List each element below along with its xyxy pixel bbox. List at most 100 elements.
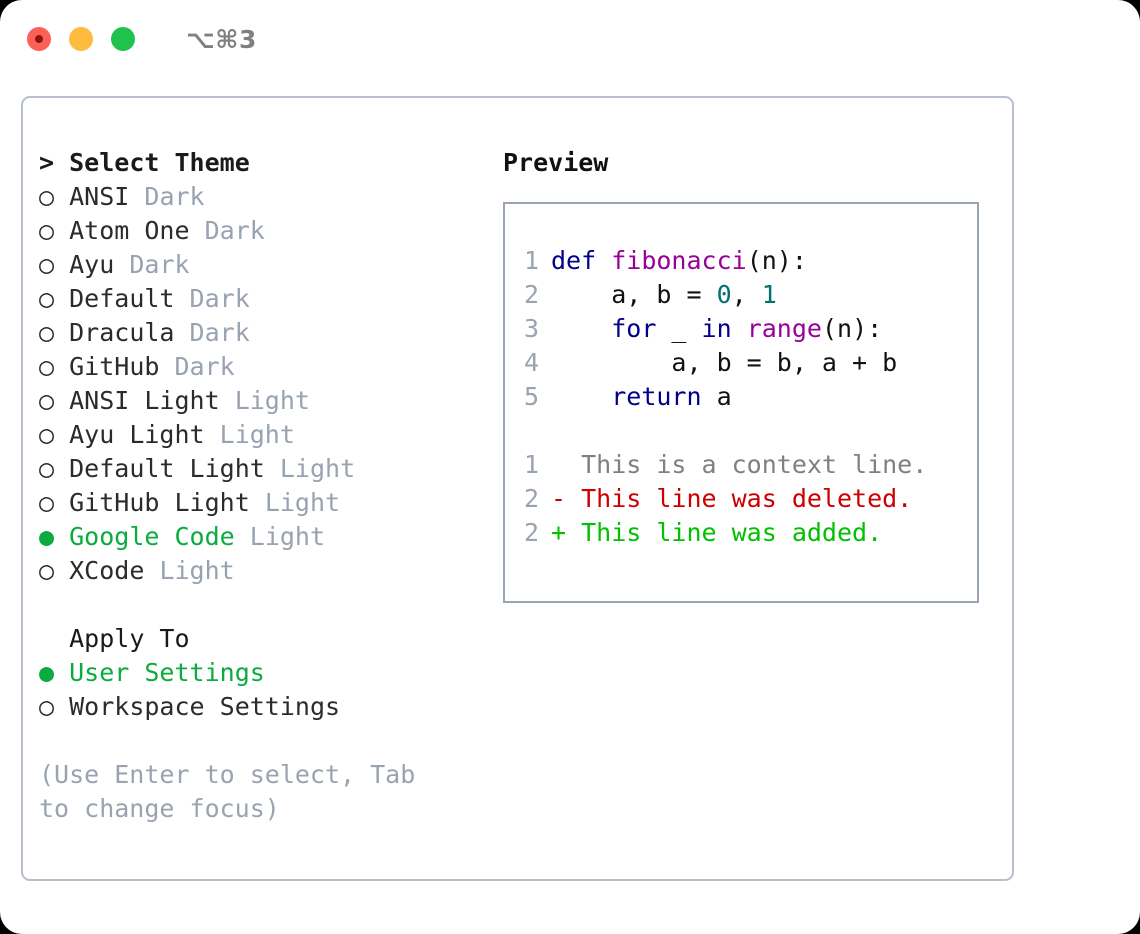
line-number: 5 [523, 382, 539, 411]
code-line: 4 a, b = b, a + b [505, 346, 977, 380]
code-token-kw: return [611, 382, 702, 411]
code-token-plain [551, 382, 611, 411]
theme-option-kind: Dark [144, 182, 205, 211]
code-token-kw: def [551, 246, 597, 275]
section-spacer [39, 588, 503, 622]
theme-picker-column: > Select Theme ○ ANSI Dark○ Atom One Dar… [23, 98, 503, 879]
theme-picker-header: > Select Theme [39, 146, 503, 180]
diff-line: 2 - This line was deleted. [505, 482, 977, 516]
radio-unselected-icon: ○ [39, 318, 55, 347]
preview-title: Preview [503, 148, 609, 177]
selection-caret-icon: > [39, 148, 55, 177]
radio-selected-icon: ● [39, 658, 55, 687]
code-token-kw: in [701, 314, 732, 343]
theme-option-kind: Light [159, 556, 235, 585]
radio-unselected-icon: ○ [39, 352, 55, 381]
radio-unselected-icon: ○ [39, 182, 55, 211]
line-number: 3 [523, 314, 539, 343]
apply-to-option-user-settings[interactable]: ● User Settings [39, 656, 503, 690]
theme-option-github[interactable]: ○ GitHub Dark [39, 350, 503, 384]
code-line: 1 def fibonacci(n): [505, 244, 977, 278]
theme-option-kind: Dark [189, 318, 250, 347]
code-line-text: def fibonacci(n): [551, 244, 807, 278]
theme-option-ayu[interactable]: ○ Ayu Dark [39, 248, 503, 282]
theme-option-label: Default Light [69, 454, 265, 483]
code-token-plain [551, 314, 611, 343]
close-window-button[interactable] [27, 27, 51, 51]
theme-option-ansi-light[interactable]: ○ ANSI Light Light [39, 384, 503, 418]
code-line: 5 return a [505, 380, 977, 414]
diff-line: 2+ This line was added. [505, 516, 977, 550]
apply-to-option-workspace-settings[interactable]: ○ Workspace Settings [39, 690, 503, 724]
line-number: 2 [523, 484, 539, 513]
code-token-plain [732, 314, 747, 343]
code-line: 2 a, b = 0, 1 [505, 278, 977, 312]
line-number: 2 [523, 280, 539, 309]
code-token-plain: , [731, 280, 762, 309]
radio-unselected-icon: ○ [39, 284, 55, 313]
theme-option-label: Dracula [69, 318, 175, 347]
radio-unselected-icon: ○ [39, 488, 55, 517]
theme-option-label: Default [69, 284, 175, 313]
code-token-fn: range [746, 314, 822, 343]
diff-line-text: This is a context line. [551, 450, 928, 479]
theme-option-google-code[interactable]: ● Google Code Light [39, 520, 503, 554]
code-token-plain: (n): [821, 314, 883, 343]
radio-unselected-icon: ○ [39, 386, 55, 415]
apply-to-title: Apply To [69, 624, 190, 653]
code-line-text: a, b = 0, 1 [551, 278, 777, 312]
theme-option-github-light[interactable]: ○ GitHub Light Light [39, 486, 503, 520]
theme-option-kind: Dark [204, 216, 265, 245]
minimize-window-button[interactable] [69, 27, 93, 51]
radio-selected-icon: ● [39, 522, 55, 551]
radio-unselected-icon: ○ [39, 556, 55, 585]
keyboard-hint-text: (Use Enter to select, Tab to change focu… [39, 760, 431, 823]
code-line-text: return a [551, 380, 731, 414]
theme-option-default[interactable]: ○ Default Dark [39, 282, 503, 316]
theme-option-xcode[interactable]: ○ XCode Light [39, 554, 503, 588]
theme-option-kind: Light [264, 488, 341, 517]
radio-unselected-icon: ○ [39, 250, 55, 279]
code-token-num: 1 [761, 280, 777, 309]
apply-to-header: Apply To [39, 622, 503, 656]
theme-option-label: Ayu [69, 250, 115, 279]
code-token-plain: a, b = [551, 280, 717, 309]
line-number: 1 [523, 246, 539, 275]
title-bar: ⌥⌘3 [0, 0, 1140, 78]
code-diff-spacer [505, 414, 977, 448]
code-token-plain: a, b = b, a + b [551, 348, 898, 377]
theme-option-atom-one[interactable]: ○ Atom One Dark [39, 214, 503, 248]
theme-option-label: Google Code [69, 522, 235, 551]
theme-list: ○ ANSI Dark○ Atom One Dark○ Ayu Dark○ De… [39, 180, 503, 588]
code-token-num: 0 [716, 280, 732, 309]
apply-to-list: ● User Settings○ Workspace Settings [39, 656, 503, 724]
content-panel: > Select Theme ○ ANSI Dark○ Atom One Dar… [21, 96, 1014, 881]
code-token-fn: fibonacci [611, 246, 747, 275]
maximize-window-button[interactable] [111, 27, 135, 51]
theme-option-label: ANSI Light [69, 386, 220, 415]
theme-option-label: GitHub Light [69, 488, 250, 517]
theme-option-label: XCode [69, 556, 145, 585]
theme-option-dracula[interactable]: ○ Dracula Dark [39, 316, 503, 350]
keyboard-shortcut-label: ⌥⌘3 [186, 24, 257, 54]
theme-option-ansi[interactable]: ○ ANSI Dark [39, 180, 503, 214]
line-number: 2 [523, 518, 539, 547]
theme-option-kind: Dark [129, 250, 190, 279]
theme-option-kind: Light [279, 454, 356, 483]
line-number: 1 [523, 450, 539, 479]
radio-unselected-icon: ○ [39, 454, 55, 483]
diff-line-text: - This line was deleted. [551, 484, 913, 513]
theme-option-ayu-light[interactable]: ○ Ayu Light Light [39, 418, 503, 452]
theme-option-label: Atom One [69, 216, 190, 245]
traffic-lights [27, 27, 135, 51]
code-line-text: a, b = b, a + b [551, 346, 897, 380]
diff-line: 1 This is a context line. [505, 448, 977, 482]
code-line: 3 for _ in range(n): [505, 312, 977, 346]
apply-to-option-label: Workspace Settings [69, 692, 341, 721]
theme-option-default-light[interactable]: ○ Default Light Light [39, 452, 503, 486]
theme-option-kind: Light [234, 386, 310, 415]
radio-unselected-icon: ○ [39, 420, 55, 449]
